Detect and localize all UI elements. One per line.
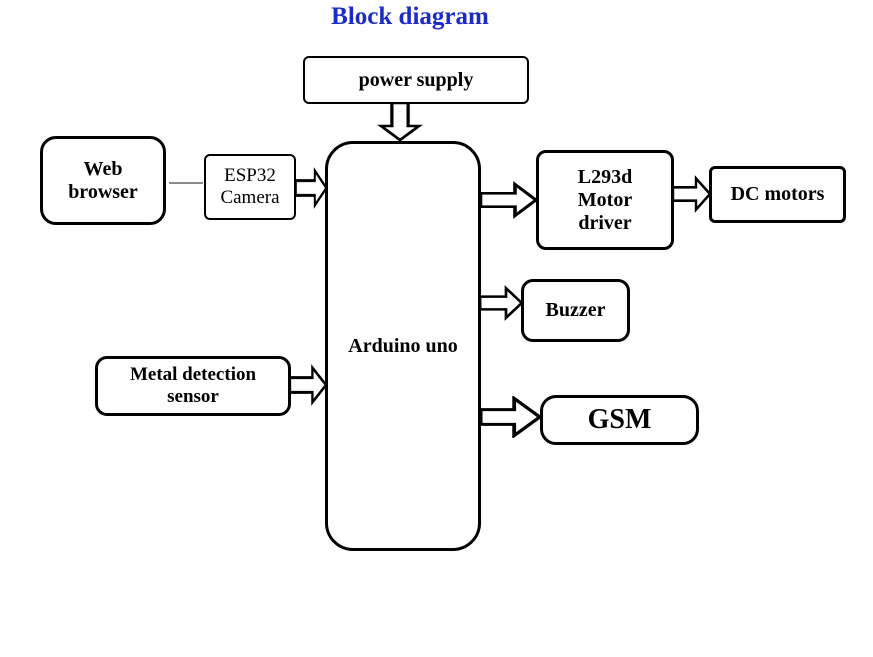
node-web-browser-label: Web browser bbox=[68, 157, 138, 203]
node-metal-detection-sensor: Metal detection sensor bbox=[95, 356, 291, 416]
node-power-supply-label: power supply bbox=[358, 68, 474, 91]
arrow-right-l293d-to-dc-motors-icon bbox=[672, 175, 712, 213]
arrow-down-power-to-arduino-icon bbox=[377, 102, 423, 142]
node-buzzer-label: Buzzer bbox=[545, 299, 606, 321]
node-buzzer: Buzzer bbox=[521, 279, 630, 342]
arrow-right-esp32-to-arduino-icon bbox=[295, 167, 328, 209]
node-web-browser: Web browser bbox=[40, 136, 166, 225]
arrow-right-arduino-to-l293d-icon bbox=[479, 181, 539, 219]
arrow-right-metal-sensor-to-arduino-icon bbox=[289, 364, 328, 406]
web-browser-to-esp32-connector-line bbox=[169, 182, 203, 184]
node-l293d-motor-driver: L293d Motor driver bbox=[536, 150, 674, 250]
node-esp32-camera: ESP32 Camera bbox=[204, 154, 296, 220]
node-gsm: GSM bbox=[540, 395, 699, 445]
node-dc-motors-label: DC motors bbox=[730, 183, 825, 205]
node-power-supply: power supply bbox=[303, 56, 529, 104]
node-gsm-label: GSM bbox=[587, 403, 652, 435]
arrow-right-arduino-to-gsm-icon bbox=[479, 396, 543, 438]
node-esp32-camera-label: ESP32 Camera bbox=[220, 165, 280, 208]
arrow-right-arduino-to-buzzer-icon bbox=[479, 285, 524, 321]
node-arduino-uno-label: Arduino uno bbox=[348, 334, 458, 357]
node-l293d-motor-driver-label: L293d Motor driver bbox=[577, 165, 633, 234]
node-metal-detection-sensor-label: Metal detection sensor bbox=[129, 364, 257, 407]
node-arduino-uno: Arduino uno bbox=[325, 141, 481, 551]
diagram-title: Block diagram bbox=[331, 3, 489, 30]
node-dc-motors: DC motors bbox=[709, 166, 846, 223]
